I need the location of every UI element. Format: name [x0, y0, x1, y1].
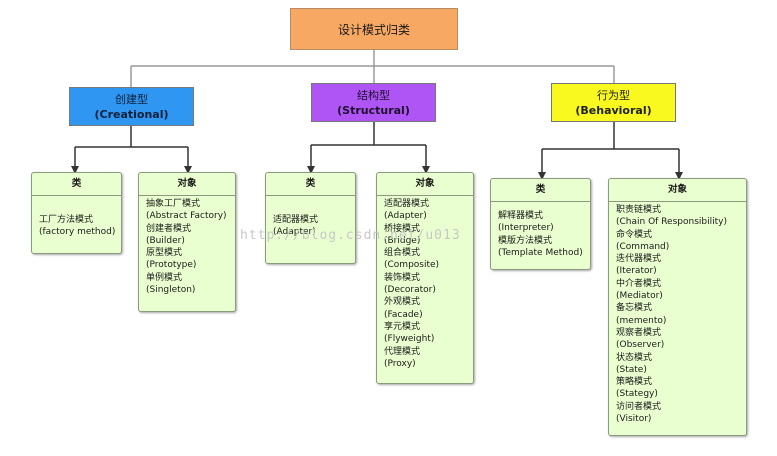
- pattern-item: 原型模式: [146, 248, 183, 259]
- pattern-item: (Interpreter): [498, 223, 554, 234]
- pattern-item: (Proxy): [384, 358, 416, 369]
- pattern-item: (memento): [616, 315, 667, 326]
- pattern-item: (Composite): [384, 260, 440, 271]
- pattern-list: 解释器模式 (Interpreter) 模版方法模式 (Template Met…: [491, 202, 590, 263]
- pattern-item: 解释器模式: [498, 211, 544, 221]
- pattern-item: (Adapter): [273, 227, 316, 238]
- node-title: 对象: [139, 173, 235, 196]
- pattern-item: 适配器模式: [384, 199, 430, 209]
- pattern-item: 命令模式: [616, 229, 653, 240]
- structural-class-node: 类 适配器模式 (Adapter): [265, 172, 356, 264]
- pattern-item: (Visitor): [616, 414, 652, 425]
- pattern-item: 观察者模式: [616, 327, 662, 338]
- root-node: 设计模式归类: [290, 8, 458, 50]
- pattern-item: (Command): [616, 241, 670, 252]
- pattern-item: 适配器模式: [273, 215, 319, 225]
- pattern-item: 单例模式: [146, 272, 183, 283]
- node-title: 类: [491, 179, 590, 202]
- pattern-item: (Singleton): [146, 285, 196, 296]
- pattern-item: 抽象工厂模式: [146, 199, 201, 209]
- pattern-item: (Prototype): [146, 260, 197, 271]
- pattern-item: 状态模式: [616, 352, 653, 363]
- pattern-item: (Adapter): [384, 211, 427, 222]
- creational-class-node: 类 工厂方法模式 (factory method): [31, 172, 122, 254]
- structural-object-node: 对象 适配器模式 (Adapter) 桥接模式 (Bridge) 组合模式 (C…: [376, 172, 474, 384]
- pattern-item: 备忘模式: [616, 303, 653, 314]
- pattern-item: 迭代器模式: [616, 254, 662, 265]
- pattern-item: 享元模式: [384, 321, 421, 332]
- category-behavioral: 行为型 (Behavioral): [551, 83, 676, 122]
- pattern-item: 模版方法模式: [498, 235, 553, 246]
- node-title: 对象: [377, 173, 473, 196]
- pattern-item: 创建者模式: [146, 223, 192, 234]
- pattern-item: 代理模式: [384, 346, 421, 357]
- pattern-item: (Stategy): [616, 389, 658, 400]
- category-en-label: (Behavioral): [575, 103, 652, 117]
- category-en-label: (Creational): [94, 107, 169, 121]
- category-creational: 创建型 (Creational): [69, 87, 194, 126]
- pattern-item: (Flyweight): [384, 334, 435, 345]
- pattern-item: (Facade): [384, 309, 423, 320]
- creational-object-node: 对象 抽象工厂模式 (Abstract Factory) 创建者模式 (Buil…: [138, 172, 236, 312]
- category-en-label: (Structural): [337, 103, 410, 117]
- pattern-item: 外观模式: [384, 297, 421, 308]
- pattern-list: 工厂方法模式 (factory method): [32, 196, 121, 243]
- pattern-item: (Template Method): [498, 247, 583, 258]
- pattern-list: 抽象工厂模式 (Abstract Factory) 创建者模式 (Builder…: [139, 196, 235, 300]
- pattern-list: 职责链模式 (Chain Of Responsibility) 命令模式 (Co…: [609, 202, 746, 429]
- node-title: 类: [32, 173, 121, 196]
- pattern-item: 中介者模式: [616, 278, 662, 289]
- pattern-item: (Decorator): [384, 285, 436, 296]
- pattern-item: 策略模式: [616, 377, 653, 388]
- pattern-item: (Bridge): [384, 235, 421, 246]
- pattern-item: (Builder): [146, 235, 185, 246]
- pattern-item: 桥接模式: [384, 223, 421, 234]
- category-structural: 结构型 (Structural): [311, 83, 436, 122]
- pattern-list: 适配器模式 (Adapter): [266, 196, 355, 243]
- pattern-item: (Chain Of Responsibility): [616, 217, 727, 228]
- pattern-item: (Iterator): [616, 266, 657, 277]
- pattern-list: 适配器模式 (Adapter) 桥接模式 (Bridge) 组合模式 (Comp…: [377, 196, 473, 374]
- pattern-item: (factory method): [39, 227, 116, 238]
- category-zh-label: 结构型: [357, 88, 390, 102]
- root-label: 设计模式归类: [337, 22, 410, 37]
- pattern-item: 装饰模式: [384, 272, 421, 283]
- pattern-item: (Observer): [616, 340, 665, 351]
- pattern-item: (Abstract Factory): [146, 211, 227, 222]
- behavioral-object-node: 对象 职责链模式 (Chain Of Responsibility) 命令模式 …: [608, 178, 747, 436]
- pattern-item: 访问者模式: [616, 401, 662, 412]
- watermark-text: http://blog.csdn.net/u013: [240, 228, 461, 243]
- node-title: 类: [266, 173, 355, 196]
- node-title: 对象: [609, 179, 746, 202]
- pattern-item: 组合模式: [384, 248, 421, 259]
- behavioral-class-node: 类 解释器模式 (Interpreter) 模版方法模式 (Template M…: [490, 178, 591, 270]
- category-zh-label: 行为型: [597, 88, 630, 102]
- pattern-item: 工厂方法模式: [39, 215, 94, 225]
- category-zh-label: 创建型: [115, 92, 148, 106]
- pattern-item: 职责链模式: [616, 205, 662, 215]
- pattern-item: (State): [616, 364, 647, 375]
- pattern-item: (Mediator): [616, 291, 663, 302]
